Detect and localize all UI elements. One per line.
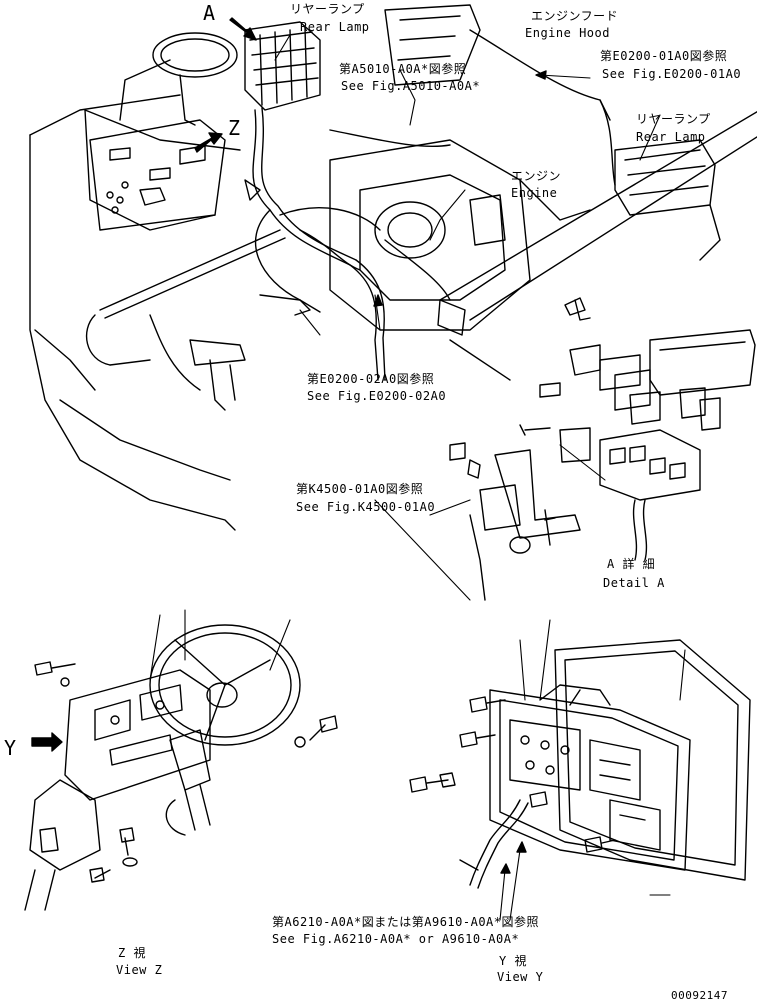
engine-hood-jp: エンジンフード bbox=[531, 9, 619, 23]
ref-e0200-02-jp: 第E0200-02A0図参照 bbox=[307, 372, 435, 386]
steering-wheel-top bbox=[152, 32, 238, 126]
detail-a-assembly bbox=[449, 297, 756, 561]
leader-arrowheads bbox=[373, 70, 547, 874]
callout-y: Y bbox=[4, 736, 17, 760]
engine-hood-en: Engine Hood bbox=[525, 26, 610, 40]
ref-e0200-01-jp: 第E0200-01A0図参照 bbox=[600, 49, 728, 63]
view-z-en: View Z bbox=[116, 963, 163, 977]
view-y-harness bbox=[459, 799, 529, 889]
ref-k4500-jp: 第K4500-01A0図参照 bbox=[296, 482, 424, 496]
ref-k4500-en: See Fig.K4500-01A0 bbox=[296, 500, 436, 514]
engine-block bbox=[329, 139, 591, 336]
rear-lamp-2-en: Rear Lamp bbox=[636, 130, 706, 144]
rear-lamp-1-en: Rear Lamp bbox=[300, 20, 370, 34]
rear-frame-lines bbox=[439, 110, 757, 381]
bracket-assembly bbox=[469, 449, 581, 601]
view-a-arrow bbox=[229, 17, 257, 41]
view-y-en: View Y bbox=[497, 970, 544, 984]
rear-lamp-1-jp: リヤーランプ bbox=[290, 2, 365, 16]
view-z-dash bbox=[24, 669, 211, 911]
callout-a: A bbox=[203, 1, 216, 25]
view-z-jp: Z 視 bbox=[118, 946, 146, 960]
detail-a-en: Detail A bbox=[603, 576, 665, 590]
lower-harness-small bbox=[189, 294, 311, 411]
cross-bar bbox=[85, 229, 286, 391]
view-z-bolts bbox=[34, 661, 338, 883]
machine-body bbox=[29, 59, 241, 531]
ref-a6210-en: See Fig.A6210-A0A* or A9610-A0A* bbox=[272, 932, 520, 946]
view-z-arrow bbox=[194, 132, 223, 153]
view-y-bolts bbox=[409, 696, 616, 853]
instrument-panel-top bbox=[89, 119, 226, 231]
relay-box-top bbox=[244, 21, 321, 111]
harness-main bbox=[244, 107, 451, 381]
view-z-column bbox=[165, 729, 211, 836]
view-y-jp: Y 視 bbox=[499, 954, 527, 968]
detail-a-jp: A 詳 細 bbox=[607, 557, 656, 571]
ref-e0200-02-en: See Fig.E0200-02A0 bbox=[307, 389, 447, 403]
rear-lamp-2-jp: リヤーランプ bbox=[636, 112, 711, 126]
engine-jp: エンジン bbox=[511, 169, 562, 183]
ref-a5010-en: See Fig.A5010-A0A* bbox=[341, 79, 481, 93]
ref-a6210-jp: 第A6210-A0A*図または第A9610-A0A*図参照 bbox=[272, 915, 539, 929]
ref-e0200-01-en: See Fig.E0200-01A0 bbox=[602, 67, 742, 81]
view-z-steering bbox=[149, 624, 301, 746]
leader-lines bbox=[149, 34, 686, 921]
rear-lamp-right bbox=[614, 139, 721, 261]
engine-en: Engine bbox=[511, 186, 558, 200]
view-y-arrow bbox=[31, 732, 63, 752]
drawing-number: 00092147 bbox=[671, 989, 728, 1002]
ref-a5010-jp: 第A5010-A0A*図参照 bbox=[339, 62, 467, 76]
view-y-cluster bbox=[489, 639, 751, 881]
callout-z: Z bbox=[228, 116, 241, 140]
